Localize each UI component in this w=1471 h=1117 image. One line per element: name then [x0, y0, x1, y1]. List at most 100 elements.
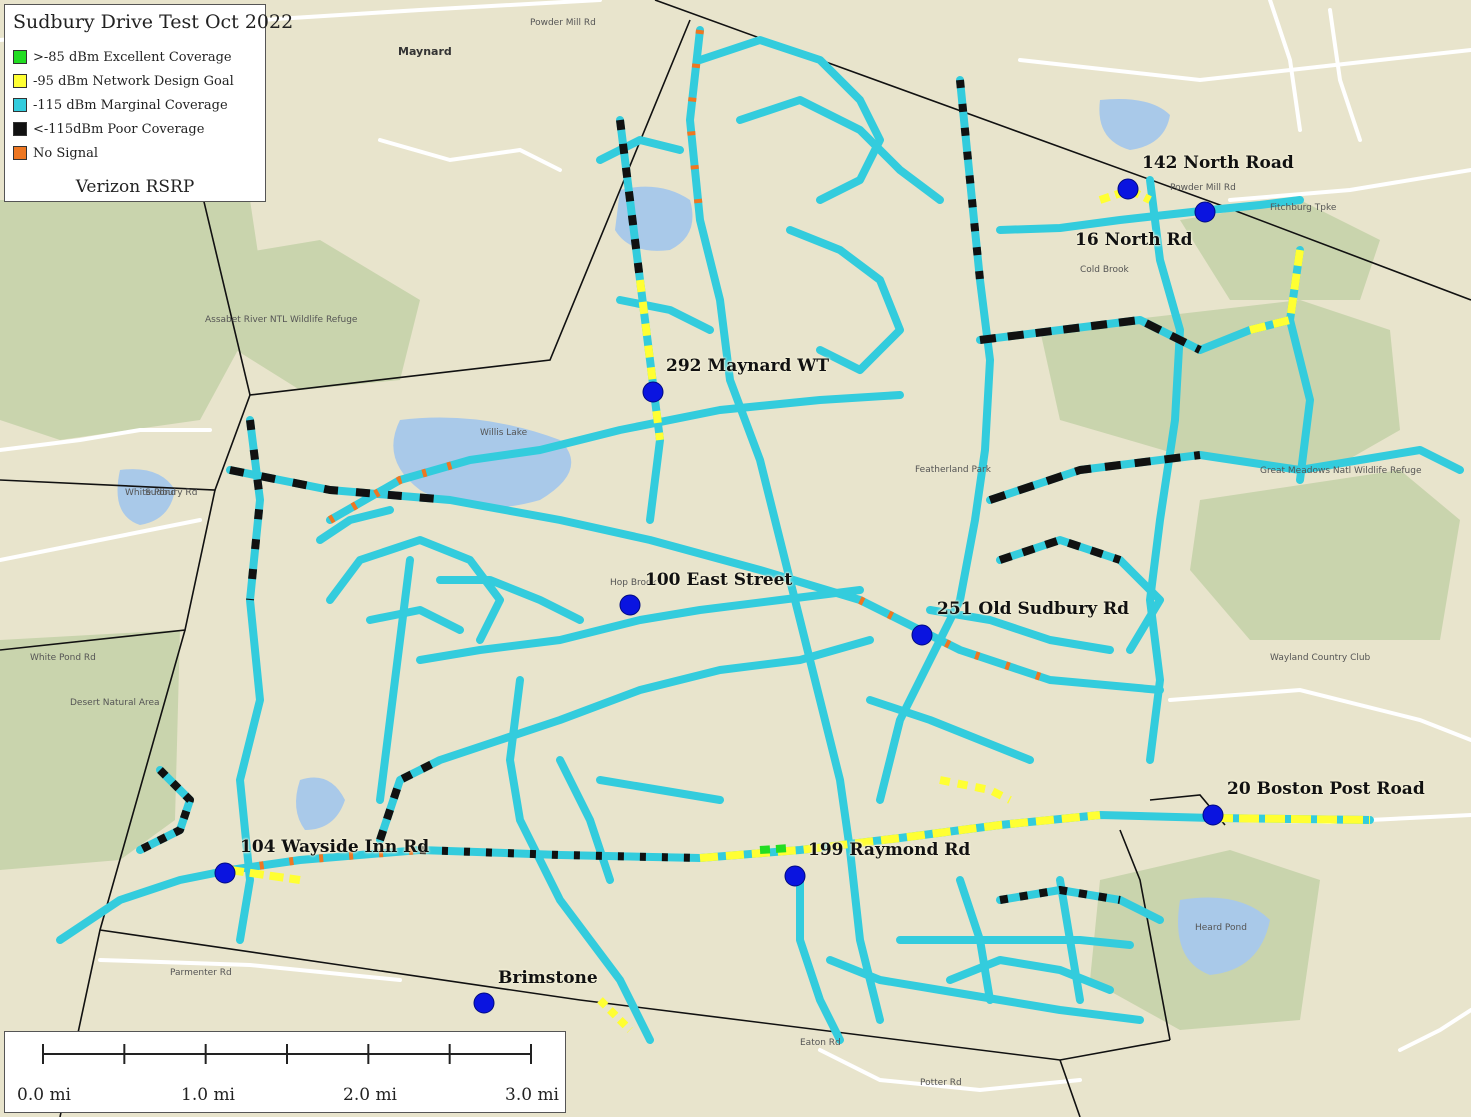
parkland-layer — [0, 200, 1460, 1030]
site-marker[interactable] — [1117, 178, 1139, 200]
route-segment — [696, 36, 884, 204]
drive-test-routes — [56, 26, 1464, 1044]
site-label-292-maynard-wt[interactable]: 292 Maynard WT — [666, 356, 829, 376]
site-marker[interactable] — [619, 594, 641, 616]
route-segment — [686, 26, 884, 1024]
legend-swatch — [13, 98, 27, 112]
legend-item-poor: <-115dBm Poor Coverage — [13, 120, 204, 138]
park-area — [0, 630, 180, 870]
route-segment — [786, 226, 904, 374]
legend-swatch — [13, 122, 27, 136]
route-segment — [986, 446, 1464, 504]
site-marker[interactable] — [473, 992, 495, 1014]
town-boundary — [1119, 829, 1171, 1041]
site-label-104-wayside-inn-rd[interactable]: 104 Wayside Inn Rd — [240, 837, 430, 857]
scale-label-3: 3.0 mi — [505, 1085, 560, 1105]
park-area — [1190, 470, 1460, 640]
road — [0, 518, 202, 562]
route-segment — [326, 391, 904, 524]
route-segment — [506, 676, 654, 1044]
route-coverage-overlay — [999, 886, 1121, 904]
road-label: Parmenter Rd — [170, 968, 232, 978]
road-label: White Pond Rd — [30, 653, 96, 663]
site-marker[interactable] — [1194, 201, 1216, 223]
water-body — [1099, 99, 1170, 150]
legend-footer: Verizon RSRP — [75, 177, 195, 197]
legend-title: Sudbury Drive Test Oct 2022 — [13, 11, 294, 33]
legend-item-no-signal: No Signal — [13, 144, 98, 162]
road — [1268, 0, 1302, 132]
site-marker[interactable] — [911, 624, 933, 646]
route-coverage-overlay — [1249, 249, 1304, 334]
route-segment — [236, 416, 264, 944]
site-marker[interactable] — [214, 862, 236, 884]
site-marker[interactable] — [642, 381, 664, 403]
road — [1228, 168, 1471, 202]
legend-swatch — [13, 146, 27, 160]
site-marker[interactable] — [784, 865, 806, 887]
legend: Sudbury Drive Test Oct 2022 >-85 dBm Exc… — [4, 4, 293, 202]
legend-swatch — [13, 50, 27, 64]
road — [1328, 8, 1362, 142]
road-label: Eaton Rd — [800, 1038, 841, 1048]
road-label: Fitchburg Tpke — [1270, 203, 1337, 213]
route-segment — [826, 956, 1144, 1024]
site-label-199-raymond-rd[interactable]: 199 Raymond Rd — [808, 840, 971, 860]
park-area — [200, 240, 420, 390]
route-coverage-overlay — [988, 451, 1201, 504]
route-segment — [616, 116, 664, 524]
scale-label-0: 0.0 mi — [17, 1085, 72, 1105]
water-label: Heard Pond — [1195, 923, 1247, 933]
refuge-label: Great Meadows Natl Wildlife Refuge — [1260, 466, 1422, 476]
road-label: Sudbury Rd — [145, 488, 197, 498]
water-label: Willis Lake — [480, 428, 528, 438]
route-segment — [896, 936, 1134, 949]
area-label: Assabet River NTL Wildlife Refuge — [205, 315, 358, 325]
route-segment — [436, 576, 584, 624]
route-segment — [366, 606, 464, 634]
route-segment — [996, 196, 1304, 234]
route-coverage-overlay — [229, 846, 421, 874]
route-segment — [866, 696, 1034, 764]
route-coverage-overlay — [956, 79, 984, 281]
water-label: Hop Brook — [610, 578, 658, 588]
route-segment — [376, 636, 874, 844]
road — [378, 138, 562, 172]
site-label-20-boston-post-road[interactable]: 20 Boston Post Road — [1227, 779, 1425, 799]
legend-item-label: -115 dBm Marginal Coverage — [33, 97, 228, 113]
map-labels: Maynard Powder Mill Rd Fitchburg Tpke Po… — [30, 18, 1422, 1088]
route-segment — [996, 886, 1164, 924]
route-coverage-overlay — [759, 844, 791, 854]
scale-label-2: 2.0 mi — [343, 1085, 398, 1105]
legend-swatch — [13, 74, 27, 88]
site-label-16-north-rd[interactable]: 16 North Rd — [1075, 230, 1193, 250]
park-area — [1180, 200, 1380, 300]
scale-bar-graphic: 0.0 mi 1.0 mi 2.0 mi 3.0 mi — [17, 1044, 560, 1105]
water-label: White Pond — [125, 488, 176, 498]
route-coverage-overlay — [376, 756, 442, 842]
route-coverage-overlay — [597, 997, 633, 1033]
site-marker[interactable] — [1202, 804, 1224, 826]
area-label: Desert Natural Area — [70, 698, 160, 708]
water-body — [393, 417, 572, 508]
town-label-maynard: Maynard — [398, 45, 452, 58]
route-segment — [556, 756, 614, 884]
site-label-142-north-road[interactable]: 142 North Road — [1142, 153, 1294, 173]
road — [1398, 1008, 1471, 1052]
town-boundary — [0, 19, 691, 491]
road-label: Powder Mill Rd — [1170, 183, 1236, 193]
route-coverage-overlay — [328, 456, 472, 524]
legend-item-excellent: >-85 dBm Excellent Coverage — [13, 48, 232, 66]
scale-ticks — [42, 1044, 532, 1064]
site-label-100-east-street[interactable]: 100 East Street — [645, 570, 793, 590]
site-label-brimstone[interactable]: Brimstone — [498, 968, 598, 988]
site-label-251-old-sudbury-rd[interactable]: 251 Old Sudbury Rd — [937, 599, 1130, 619]
route-segment — [596, 776, 724, 804]
route-coverage-overlay — [229, 466, 451, 504]
water-body — [296, 777, 345, 830]
route-coverage-overlay — [229, 866, 301, 884]
site-markers[interactable] — [214, 178, 1224, 1014]
legend-item-label: No Signal — [33, 145, 98, 161]
